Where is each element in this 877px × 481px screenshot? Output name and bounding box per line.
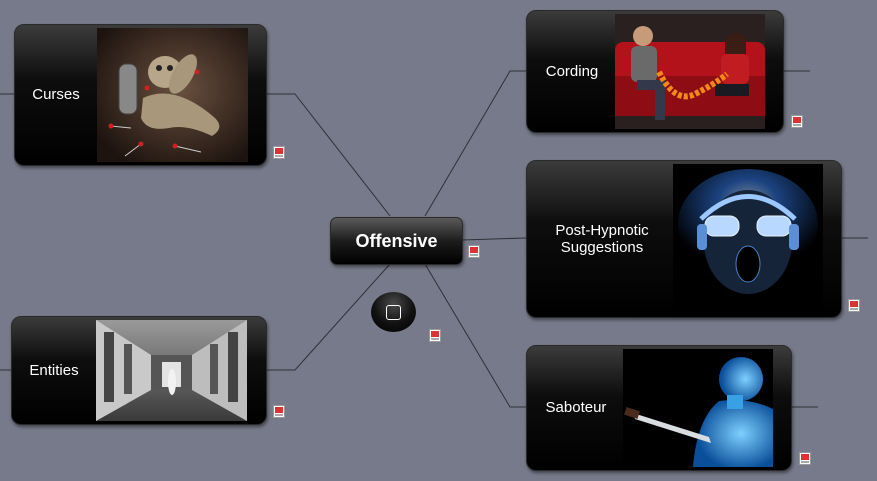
mindmap-attachment-icon[interactable] (791, 115, 803, 128)
topic-label-post-hypnotic: Post-Hypnotic Suggestions (555, 221, 649, 256)
topic-node-entities[interactable]: Entities (11, 316, 267, 425)
couple-cord-image (615, 14, 765, 129)
topic-label-cording: Cording (545, 62, 599, 80)
haunted-corridor-image (96, 320, 247, 421)
knife-back-image (623, 349, 773, 467)
mindmap-attachment-icon[interactable] (848, 299, 860, 312)
topic-node-curses[interactable]: Curses (14, 24, 267, 166)
hypnotized-face-image (673, 164, 823, 314)
topic-node-saboteur[interactable]: Saboteur (526, 345, 792, 471)
collapsed-connector-icon[interactable] (371, 292, 416, 332)
topic-node-cording[interactable]: Cording (526, 10, 784, 133)
central-topic[interactable]: Offensive (330, 217, 463, 265)
topic-node-post-hypnotic[interactable]: Post-Hypnotic Suggestions (526, 160, 842, 318)
voodoo-doll-image (97, 28, 248, 162)
mindmap-attachment-icon[interactable] (429, 329, 441, 342)
topic-label-curses: Curses (32, 86, 80, 104)
mindmap-attachment-icon[interactable] (468, 245, 480, 258)
central-topic-title: Offensive (355, 230, 438, 251)
mindmap-attachment-icon[interactable] (273, 146, 285, 159)
topic-label-saboteur: Saboteur (545, 399, 607, 417)
topic-label-entities: Entities (29, 361, 79, 379)
mindmap-attachment-icon[interactable] (799, 452, 811, 465)
mindmap-attachment-icon[interactable] (273, 405, 285, 418)
